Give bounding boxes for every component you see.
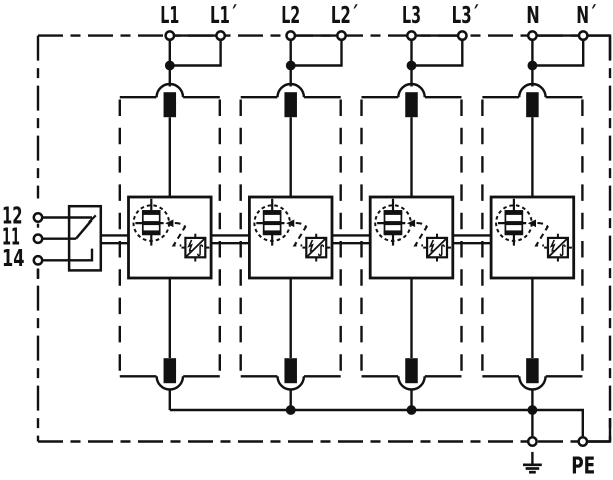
label-N-prime: N´ bbox=[576, 3, 597, 29]
border-corner-bottom-right bbox=[588, 418, 612, 443]
terminal-PE bbox=[577, 436, 589, 447]
label-L2: L2 bbox=[281, 3, 300, 29]
label-12: 12 bbox=[2, 203, 23, 229]
label-L3: L3 bbox=[402, 3, 421, 29]
terminal-L2 bbox=[285, 30, 297, 42]
label-11: 11 bbox=[2, 225, 20, 251]
module-coupling-bus bbox=[100, 234, 492, 245]
label-PE: PE bbox=[571, 453, 595, 479]
terminal-L1-prime bbox=[215, 30, 227, 42]
protection-path-n bbox=[481, 38, 585, 412]
junction-dot-bus-l3 bbox=[406, 405, 417, 415]
pe-bus bbox=[169, 408, 584, 437]
protection-path-l2 bbox=[239, 38, 343, 412]
switch-contact-tick bbox=[88, 214, 97, 223]
label-L2-prime: L2´ bbox=[331, 3, 359, 29]
terminal-L1 bbox=[164, 30, 176, 42]
terminal-L3-prime bbox=[456, 30, 468, 42]
terminal-11 bbox=[32, 233, 44, 245]
label-L1: L1 bbox=[160, 3, 179, 29]
label-14: 14 bbox=[2, 246, 25, 272]
terminal-14 bbox=[32, 254, 44, 266]
label-L3-prime: L3´ bbox=[452, 3, 480, 29]
terminal-N-prime bbox=[577, 30, 589, 42]
signal-contact-group bbox=[43, 204, 103, 272]
label-L1-prime: L1´ bbox=[210, 3, 238, 29]
terminal-L2-prime bbox=[336, 30, 347, 42]
protection-path-l1 bbox=[118, 38, 223, 412]
border-corner-top-right bbox=[588, 34, 612, 60]
junction-dot-bus-l2 bbox=[285, 405, 296, 415]
protection-path-l3 bbox=[360, 38, 464, 412]
terminal-N bbox=[526, 30, 538, 42]
signal-contact-box bbox=[67, 204, 103, 272]
earth-ground-icon bbox=[523, 451, 542, 474]
pe-bus-group bbox=[169, 405, 584, 437]
labels: L1 L1´ L2 L2´ L3 L3´ N N´ 12 11 14 PE bbox=[2, 3, 597, 480]
terminal-12 bbox=[32, 212, 44, 223]
border-corners bbox=[588, 34, 612, 443]
terminal-earth bbox=[526, 436, 538, 447]
terminals bbox=[32, 30, 589, 447]
wire-14 bbox=[43, 248, 94, 262]
label-N: N bbox=[526, 3, 540, 29]
terminal-L3 bbox=[406, 30, 417, 42]
switch-blade bbox=[75, 219, 93, 240]
